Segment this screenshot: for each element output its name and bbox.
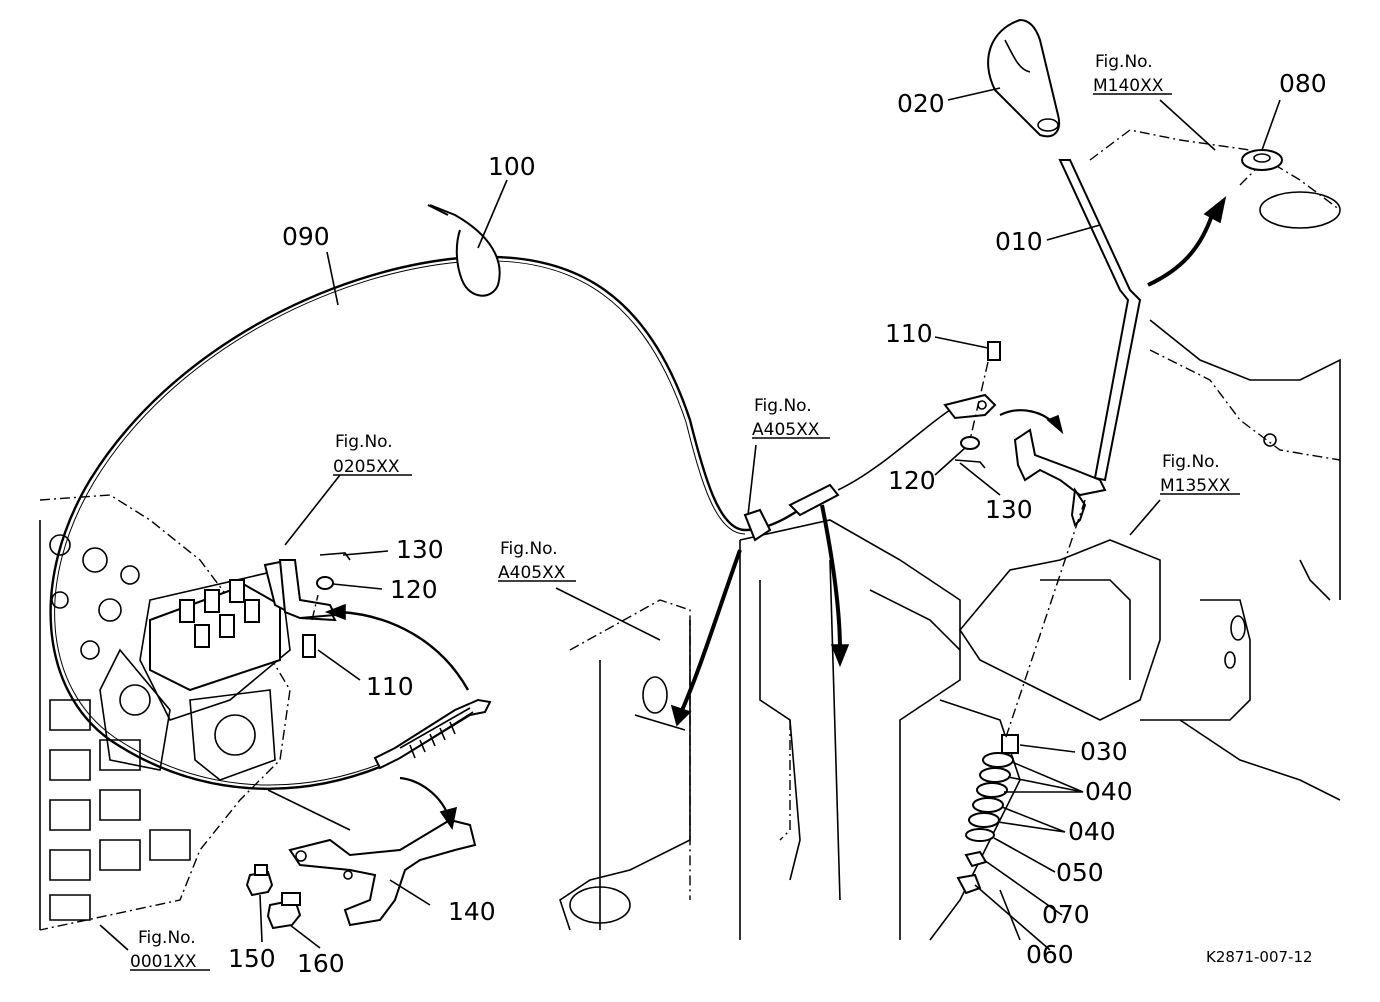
figref-m135[interactable]: Fig.No. M135XX [1160,452,1231,496]
bolt-110-right [987,341,1001,361]
bracket-right [929,539,1341,941]
label-110-left: 110 [366,672,414,701]
label-160: 160 [297,949,345,978]
arrow-cable-to-pump [339,610,470,691]
label-140: 140 [448,897,496,926]
figref-a405-lower[interactable]: Fig.No. A405XX [498,539,566,583]
arrow-lever-to-frame [1147,214,1214,287]
label-130-left: 130 [396,535,444,564]
svg-text:0001XX: 0001XX [130,952,197,972]
figref-0205[interactable]: Fig.No. 0205XX [333,432,400,477]
cable-end-right [743,393,997,542]
label-090: 090 [282,222,330,251]
svg-text:Fig.No.: Fig.No. [1095,52,1153,72]
arrow-down-left [678,549,742,716]
throttle-cable [49,255,831,790]
label-050: 050 [1056,858,1104,887]
svg-text:Fig.No.: Fig.No. [138,928,196,948]
label-060: 060 [1026,940,1074,969]
label-130-right: 130 [985,495,1033,524]
label-010: 010 [995,227,1043,256]
fender-upper-right [1089,129,1341,601]
label-040-b: 040 [1068,817,1116,846]
label-100: 100 [488,152,536,181]
bolt-110-left [302,634,316,658]
svg-text:A405XX: A405XX [498,563,566,583]
label-070: 070 [1042,900,1090,929]
label-080: 080 [1279,69,1327,98]
spring-washer-stack [956,734,1019,895]
label-120-right: 120 [888,466,936,495]
frame-center [559,519,961,940]
lever-bracket [1013,428,1107,497]
hand-lever [987,18,1142,482]
washer-120-left [316,576,334,590]
svg-text:0205XX: 0205XX [333,457,400,477]
arrow-cable-to-lever [399,776,450,816]
grommet-080 [1241,149,1283,171]
label-040-a: 040 [1085,777,1133,806]
throttle-cable-inner [54,260,746,786]
label-150: 150 [228,944,276,973]
svg-text:Fig.No.: Fig.No. [754,396,812,416]
label-020: 020 [897,89,945,118]
injection-pump [149,558,337,692]
washer-120-right [960,436,980,450]
label-030: 030 [1080,737,1128,766]
svg-text:Fig.No.: Fig.No. [335,432,393,452]
engine-block-outline [39,494,291,931]
cable-tie [429,204,501,297]
arrow-cable-to-bracket [999,409,1056,426]
cable-end-left [373,698,492,770]
figref-m140[interactable]: Fig.No. M140XX [1093,52,1164,96]
svg-text:Fig.No.: Fig.No. [1162,452,1220,472]
svg-text:Fig.No.: Fig.No. [500,539,558,559]
pin-130-right [954,459,986,469]
stop-lever [288,818,477,927]
svg-text:M135XX: M135XX [1160,476,1231,496]
svg-text:M140XX: M140XX [1093,76,1164,96]
svg-text:A405XX: A405XX [752,420,820,440]
label-110-right: 110 [885,319,933,348]
pin-130-left [319,552,351,561]
figref-0001[interactable]: Fig.No. 0001XX [130,928,197,972]
arrow-down-right [820,504,842,651]
drawing-code: K2871-007-12 [1206,948,1313,966]
figref-a405-upper[interactable]: Fig.No. A405XX [752,396,820,440]
label-120-left: 120 [390,575,438,604]
